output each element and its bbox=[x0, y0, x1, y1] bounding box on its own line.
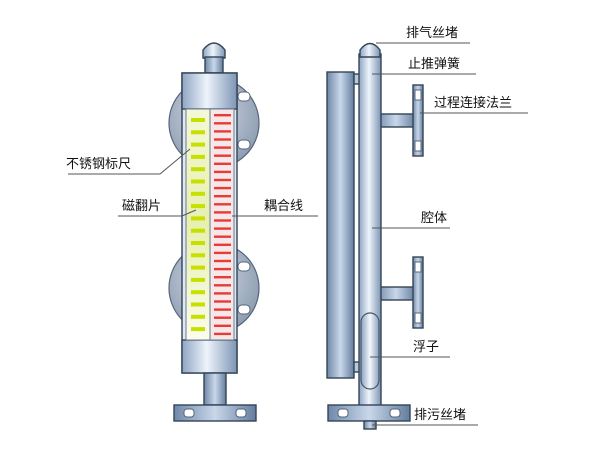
magnetic-flap bbox=[191, 241, 205, 245]
scale-mark bbox=[214, 162, 231, 165]
label-coupling-line: 耦合线 bbox=[264, 199, 303, 214]
scale-mark bbox=[214, 114, 231, 117]
front-view bbox=[168, 42, 260, 422]
vent-plug bbox=[359, 42, 381, 58]
side-indicator-panel bbox=[326, 71, 355, 379]
magnetic-flap bbox=[191, 314, 205, 319]
scale-mark bbox=[214, 195, 231, 198]
scale-mark bbox=[214, 130, 231, 133]
label-stainless-scale: 不锈钢标尺 bbox=[66, 157, 131, 172]
front-upper-bolt bbox=[237, 139, 251, 150]
leader-stainless-scale bbox=[68, 148, 191, 175]
label-magnetic-flap: 磁翻片 bbox=[122, 199, 161, 214]
scale-mark bbox=[214, 227, 231, 230]
scale-mark bbox=[214, 316, 231, 319]
scale-mark bbox=[214, 292, 231, 295]
scale-mark bbox=[214, 300, 231, 303]
magnetic-flaps bbox=[191, 118, 205, 332]
scale-mark bbox=[214, 186, 231, 190]
scale-mark bbox=[214, 267, 231, 271]
scale-mark bbox=[214, 178, 231, 182]
scale-mark bbox=[214, 211, 231, 214]
leader-lines bbox=[68, 42, 528, 426]
lower-process-flange-hole bbox=[414, 261, 422, 273]
label-vent-plug: 排气丝堵 bbox=[406, 25, 458, 41]
magnetic-flap bbox=[191, 327, 205, 332]
labels: 不锈钢标尺 磁翻片 耦合线 排气丝堵 止推弹簧 过程连接法兰 腔体 浮子 排污丝… bbox=[66, 25, 512, 423]
side-bottom-flange-bolt bbox=[337, 408, 349, 418]
front-lower-stem bbox=[203, 372, 227, 406]
front-bottom-flange bbox=[173, 404, 257, 422]
magnetic-flap bbox=[191, 302, 205, 307]
scale-mark bbox=[214, 259, 231, 263]
scale-mark bbox=[214, 154, 231, 157]
scale-mark bbox=[214, 146, 231, 149]
upper-side-pipe bbox=[375, 113, 417, 128]
scale-mark bbox=[214, 235, 231, 238]
scale-mark bbox=[214, 284, 231, 287]
scale-mark bbox=[214, 276, 231, 279]
magnetic-flap bbox=[191, 167, 205, 172]
scale-mark bbox=[214, 324, 231, 327]
front-bottom-flange-bolt bbox=[235, 408, 247, 418]
magnetic-flap bbox=[191, 290, 205, 295]
front-lower-bolt bbox=[237, 304, 251, 315]
scale-mark bbox=[214, 251, 231, 255]
magnetic-flap bbox=[191, 179, 205, 184]
magnetic-flap bbox=[191, 118, 205, 122]
lower-process-flange-hole bbox=[414, 312, 422, 324]
magnetic-flap bbox=[191, 130, 205, 135]
magnetic-flap bbox=[191, 216, 205, 221]
upper-process-flange bbox=[412, 84, 424, 157]
magnetic-flap bbox=[191, 142, 205, 147]
label-process-flange: 过程连接法兰 bbox=[434, 95, 512, 111]
upper-process-flange-hole bbox=[414, 140, 422, 152]
front-top-cap bbox=[202, 42, 226, 59]
side-view bbox=[326, 42, 424, 430]
lower-process-flange bbox=[412, 256, 424, 329]
front-top-neck bbox=[204, 56, 224, 74]
magnetic-flap bbox=[191, 204, 205, 209]
scale-mark bbox=[214, 219, 231, 222]
scale-mark bbox=[214, 308, 231, 311]
label-chamber: 腔体 bbox=[421, 211, 447, 226]
front-top-end-block bbox=[181, 72, 238, 110]
magnetic-flap bbox=[191, 265, 205, 270]
front-bottom-flange-bolt bbox=[183, 408, 195, 418]
lower-side-pipe bbox=[375, 286, 417, 301]
magnetic-flap bbox=[191, 253, 205, 258]
scale-marks bbox=[214, 114, 231, 336]
side-bottom-flange-bolt bbox=[389, 408, 401, 418]
magnetic-flap bbox=[191, 154, 205, 159]
scale-mark bbox=[214, 138, 231, 141]
scale-mark bbox=[214, 170, 231, 174]
magnetic-flap bbox=[191, 228, 205, 233]
scale-window bbox=[209, 108, 235, 341]
label-float: 浮子 bbox=[413, 340, 439, 355]
scale-mark bbox=[214, 203, 231, 206]
scale-mark bbox=[214, 243, 231, 246]
float bbox=[360, 312, 380, 390]
scale-mark bbox=[214, 122, 231, 125]
upper-process-flange-hole bbox=[414, 89, 422, 101]
scale-mark bbox=[214, 332, 231, 336]
front-lower-bolt bbox=[237, 261, 251, 272]
label-drain-plug: 排污丝堵 bbox=[414, 408, 466, 423]
magnetic-flap bbox=[191, 277, 205, 282]
label-stop-spring: 止推弹簧 bbox=[408, 56, 460, 72]
magnetic-flap bbox=[191, 191, 205, 196]
front-bottom-end-block bbox=[181, 339, 238, 374]
leader-magnetic-flap bbox=[118, 209, 197, 217]
front-upper-bolt bbox=[237, 91, 251, 102]
